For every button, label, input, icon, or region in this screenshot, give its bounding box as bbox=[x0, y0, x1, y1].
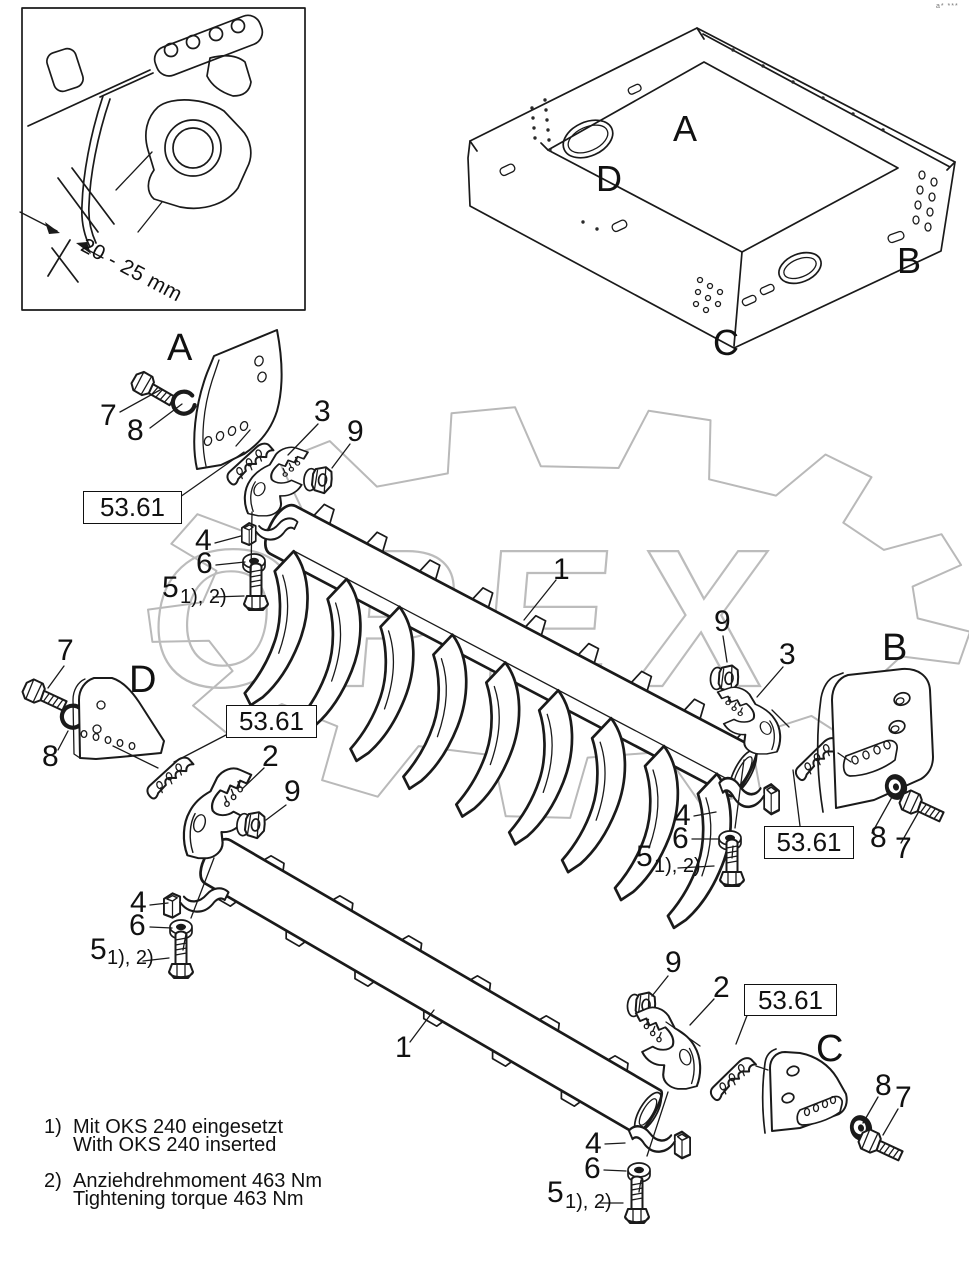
section-b-parts bbox=[708, 663, 948, 887]
callout-7-b: 7 bbox=[895, 832, 912, 865]
callout-6-d: 6 bbox=[129, 909, 146, 942]
corner-mark: a* *** bbox=[936, 3, 959, 10]
callout-4-c: 4 bbox=[585, 1127, 602, 1160]
bracket-2-c bbox=[634, 1006, 702, 1090]
lock-washer-8-a bbox=[171, 389, 200, 415]
bolt-7-d bbox=[19, 676, 71, 716]
ref-box-label: 53.61 bbox=[99, 492, 166, 522]
bracket-2-d bbox=[182, 767, 253, 860]
callout-9-a: 9 bbox=[347, 415, 364, 448]
callout-7-c: 7 bbox=[895, 1081, 912, 1114]
callout-5-suffix-a: 1), 2) bbox=[180, 586, 227, 608]
ref-box-53-61-c[interactable]: 53.61 bbox=[744, 984, 837, 1016]
footnote-1-marker: 1) bbox=[44, 1116, 62, 1138]
callout-4-d: 4 bbox=[130, 886, 147, 919]
wear-plate-d bbox=[139, 754, 201, 801]
callout-8-d: 8 bbox=[42, 740, 59, 773]
section-a-parts bbox=[128, 329, 334, 611]
section-c-parts bbox=[624, 990, 907, 1224]
callout-8-a: 8 bbox=[127, 414, 144, 447]
frame-label-b: B bbox=[897, 240, 922, 281]
callout-9-c: 9 bbox=[665, 946, 682, 979]
callout-1-lower: 1 bbox=[395, 1031, 412, 1064]
callout-6-a: 6 bbox=[196, 547, 213, 580]
ref-box-53-61-b[interactable]: 53.61 bbox=[764, 826, 854, 859]
callout-7-a: 7 bbox=[100, 399, 117, 432]
callout-5-c: 5 bbox=[547, 1176, 564, 1209]
callout-8-b: 8 bbox=[870, 821, 887, 854]
frame-label-c: C bbox=[713, 322, 739, 363]
callout-3-b: 3 bbox=[779, 638, 796, 671]
callout-5-suffix-d: 1), 2) bbox=[107, 947, 154, 969]
clamp-4-c bbox=[627, 1125, 692, 1160]
footnote-1-de: Mit OKS 240 eingesetzt bbox=[73, 1116, 284, 1138]
section-label-b: B bbox=[882, 627, 908, 669]
callout-6-b: 6 bbox=[672, 822, 689, 855]
nut-9-a bbox=[301, 464, 334, 495]
frame-label-a: A bbox=[673, 108, 698, 149]
frame-label-d: D bbox=[596, 158, 622, 199]
bolt-5-d bbox=[168, 930, 194, 979]
lower-tube-bar bbox=[199, 837, 664, 1135]
callout-4-b: 4 bbox=[674, 799, 691, 832]
callout-9-d: 9 bbox=[284, 775, 301, 808]
ref-box-53-61-a[interactable]: 53.61 bbox=[83, 491, 182, 524]
callout-5-d: 5 bbox=[90, 933, 107, 966]
ref-box-53-61-d[interactable]: 53.61 bbox=[226, 705, 317, 738]
leader-lines bbox=[47, 389, 919, 1204]
section-label-a: A bbox=[167, 327, 193, 369]
callout-7-d: 7 bbox=[57, 634, 74, 667]
section-label-d: D bbox=[129, 659, 157, 701]
wear-plate-c bbox=[702, 1054, 764, 1103]
ref-box-label: 53.61 bbox=[757, 984, 824, 1015]
callout-2-d: 2 bbox=[262, 740, 279, 773]
inset-detail-drawing bbox=[19, 7, 306, 311]
frame-isometric-drawing bbox=[467, 27, 956, 349]
footnote-2-en: Tightening torque 463 Nm bbox=[73, 1188, 304, 1210]
callout-5-suffix-b: 1), 2) bbox=[654, 855, 701, 877]
footnote-2-marker: 2) bbox=[44, 1170, 62, 1192]
callout-3-a: 3 bbox=[314, 395, 331, 428]
ref-box-label: 53.61 bbox=[776, 827, 842, 857]
callout-8-c: 8 bbox=[875, 1069, 892, 1102]
bolt-7-b bbox=[896, 787, 948, 827]
bolt-7-c bbox=[855, 1126, 907, 1166]
callout-4-a: 4 bbox=[195, 524, 212, 557]
bolt-5-c bbox=[624, 1175, 650, 1224]
callout-5-suffix-c: 1), 2) bbox=[565, 1191, 612, 1213]
callout-2-c: 2 bbox=[713, 971, 730, 1004]
ref-box-label: 53.61 bbox=[238, 706, 305, 736]
callout-1-upper: 1 bbox=[553, 553, 570, 586]
footnote-1-en: With OKS 240 inserted bbox=[73, 1134, 277, 1156]
footnote-2-de: Anziehdrehmoment 463 Nm bbox=[73, 1170, 323, 1192]
section-label-c: C bbox=[816, 1028, 844, 1070]
callout-6-c: 6 bbox=[584, 1152, 601, 1185]
tube-weld-lugs bbox=[216, 854, 629, 1108]
callout-5-b: 5 bbox=[636, 840, 653, 873]
callout-5-a: 5 bbox=[162, 571, 179, 604]
section-d-parts bbox=[19, 676, 267, 979]
callout-9-b: 9 bbox=[714, 605, 731, 638]
